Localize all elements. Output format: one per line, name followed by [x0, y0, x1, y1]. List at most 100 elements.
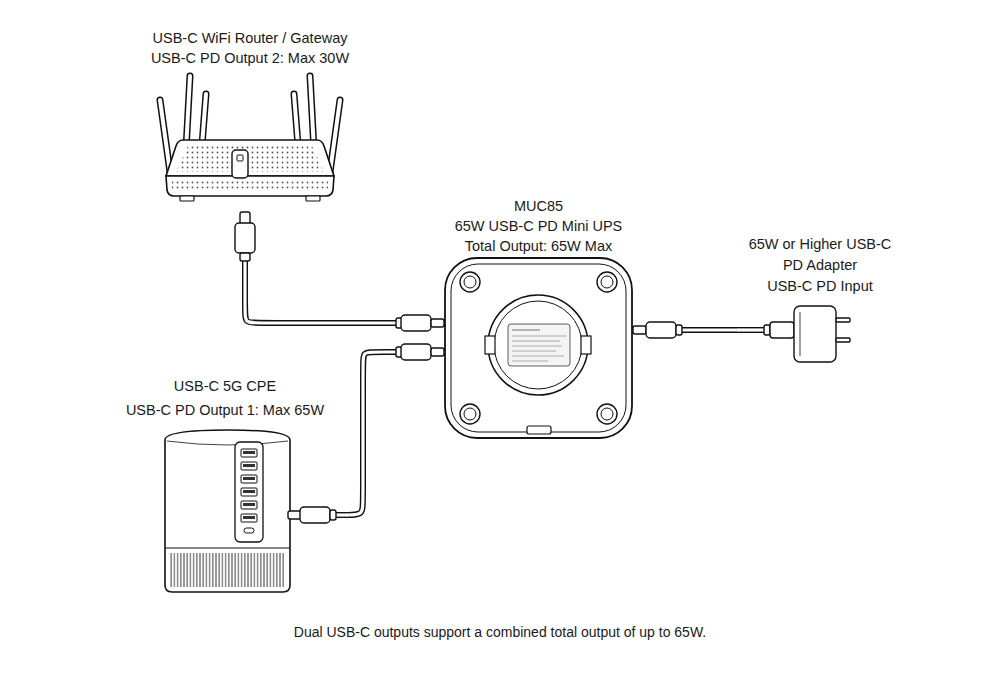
node-label: 65W or Higher USB-C PD Adapter	[740, 234, 900, 276]
usb-c-plug-part	[401, 344, 431, 360]
usb-c-plug-part	[431, 319, 444, 327]
cable-segment	[738, 330, 766, 331]
adapter-node: 65W or Higher USB-C PD AdapterUSB-C PD I…	[740, 234, 900, 364]
router-antenna-part	[186, 76, 190, 150]
usb-c-plug-part	[330, 510, 336, 520]
ups-illustration-part	[512, 336, 566, 337]
router-illustration-part	[232, 150, 248, 178]
router-illustration-part	[166, 176, 334, 196]
cpe-illustration-part	[165, 430, 290, 592]
usb-c-plug-part	[240, 253, 250, 261]
router-illustration-part	[176, 146, 324, 172]
cable-stroke	[345, 352, 445, 515]
usb-c-plug-part	[288, 511, 301, 519]
usb-c-plug-part	[646, 322, 676, 338]
ups-illustration-part	[512, 356, 564, 357]
router-antenna-part	[310, 76, 314, 150]
adapter-illustration-part	[836, 318, 850, 322]
ups-illustration-part	[601, 408, 613, 420]
cpe-illustration-part	[241, 514, 257, 522]
ups-illustration-part	[485, 336, 495, 354]
ups-node: MUC8565W USB-C PD Mini UPSTotal Output: …	[445, 196, 632, 438]
router-illustration-part	[237, 155, 243, 161]
cpe-illustration-part	[167, 441, 288, 445]
cpe-illustration-part	[165, 547, 290, 548]
router-illustration-part	[306, 196, 320, 201]
cpe-illustration	[165, 430, 290, 592]
node-label: USB-C PD Output 2: Max 30W	[120, 48, 380, 68]
cpe-node: USB-C 5G CPEUSB-C PD Output 1: Max 65W	[105, 374, 345, 596]
router-node: USB-C WiFi Router / GatewayUSB-C PD Outp…	[120, 28, 380, 215]
cpe-illustration-part	[241, 501, 257, 509]
cpe-illustration-part	[241, 475, 257, 483]
cpe-illustration-part	[243, 490, 255, 493]
cpe-illustration-part	[243, 451, 255, 454]
cpe-illustration-part	[170, 553, 285, 587]
node-label: Total Output: 65W Max	[445, 236, 632, 256]
adapter-illustration-part	[794, 306, 836, 362]
router-antenna	[160, 76, 340, 172]
usb-c-plug-part	[300, 507, 330, 523]
cable-stroke	[245, 215, 445, 323]
router-antenna-part	[310, 76, 314, 150]
cpe-illustration-part	[241, 488, 257, 496]
adapter-illustration-part	[836, 338, 850, 342]
ups-illustration-part	[581, 336, 591, 354]
ups-illustration-part	[597, 404, 617, 424]
ups-illustration-part	[508, 324, 570, 366]
diagram-caption: Dual USB-C outputs support a combined to…	[0, 622, 1000, 642]
ups-illustration-part	[512, 346, 562, 347]
router-antenna-part	[330, 100, 340, 172]
router-illustration-part	[172, 181, 328, 191]
cable-stroke	[245, 215, 445, 323]
cpe-illustration-part	[243, 477, 255, 480]
ups-illustration-part	[488, 295, 588, 395]
cable-segment-part	[739, 327, 766, 333]
adapter-illustration-part	[764, 325, 770, 335]
cable-segment-part	[738, 328, 766, 331]
router-antenna-part	[330, 100, 340, 172]
usb-c-plug-part	[240, 212, 250, 224]
usb-c-plug	[396, 315, 682, 360]
ups-illustration-part	[494, 301, 582, 389]
node-label: USB-C WiFi Router / Gateway	[120, 28, 380, 48]
adapter-illustration-part	[800, 312, 801, 356]
ups-illustration-part	[464, 276, 476, 288]
ups-illustration-part	[512, 361, 548, 362]
router-antenna-part	[160, 100, 170, 172]
node-label: MUC85	[445, 196, 632, 216]
usb-c-plug	[288, 507, 336, 523]
usb-c-plug	[235, 212, 255, 261]
router-antenna-part	[294, 94, 298, 145]
cpe-illustration-part	[243, 464, 255, 467]
router-antenna-part	[202, 94, 206, 145]
node-label: USB-C PD Input	[740, 276, 900, 297]
ups-illustration-part	[527, 426, 551, 434]
ups-illustration-part	[512, 330, 540, 331]
adapter-illustration	[764, 306, 850, 362]
usb-c-plug-part	[235, 223, 255, 253]
usb-c-plug-part	[401, 315, 431, 331]
router-illustration	[160, 76, 340, 201]
cpe-illustration-part	[241, 449, 257, 457]
router-antenna-part	[186, 76, 190, 150]
router-illustration-part	[166, 140, 334, 176]
ups-illustration-part	[512, 341, 560, 342]
usb-c-plug-part	[633, 326, 646, 334]
node-label: USB-C PD Output 1: Max 65W	[105, 398, 345, 422]
node-label: USB-C 5G CPE	[105, 374, 345, 398]
router-illustration-part	[180, 196, 194, 201]
node-label: 65W USB-C PD Mini UPS	[445, 216, 632, 236]
adapter-illustration-part	[770, 322, 794, 338]
ups-illustration-part	[460, 272, 480, 292]
ups-illustration	[445, 258, 632, 438]
cable-stroke	[345, 352, 445, 515]
ups-illustration-part	[597, 272, 617, 292]
cpe-illustration-part	[243, 516, 255, 519]
ups-illustration-part	[460, 404, 480, 424]
ups-illustration-part	[445, 258, 632, 438]
cpe-illustration-part	[235, 442, 263, 542]
cpe-illustration-part	[244, 528, 254, 533]
ups-illustration-part	[451, 264, 626, 432]
